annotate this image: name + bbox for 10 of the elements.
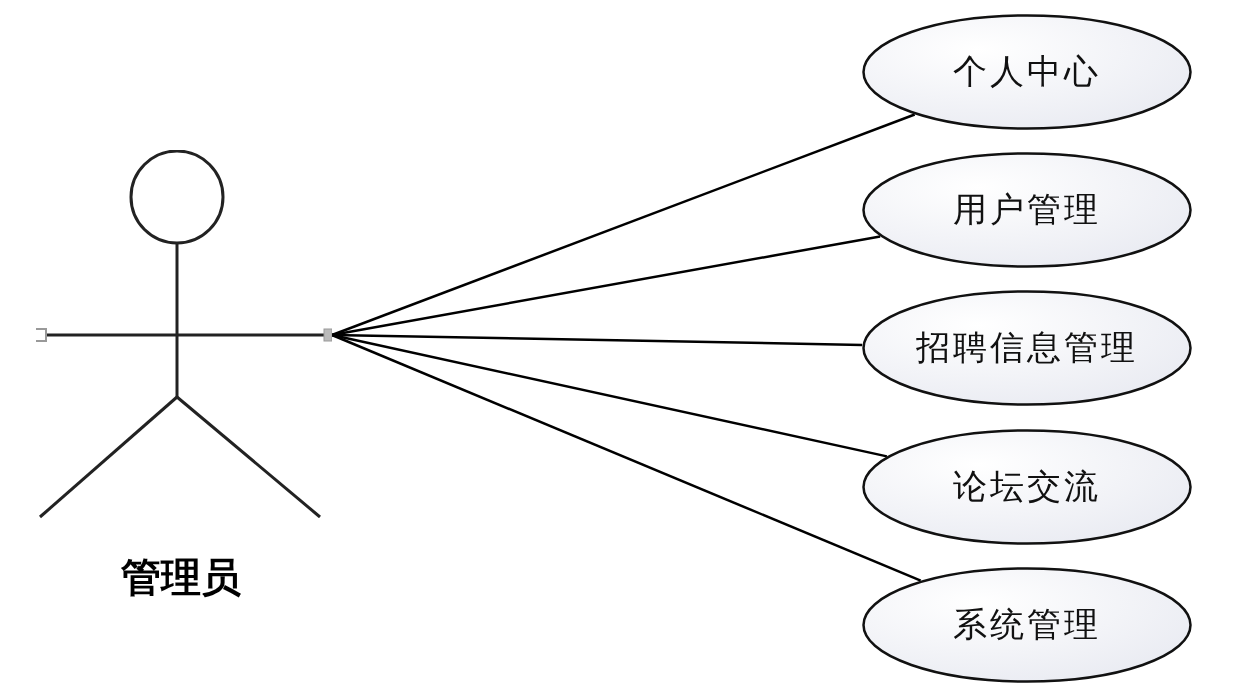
use-case-label: 系统管理 — [953, 603, 1101, 646]
actor-label: 管理员 — [120, 553, 242, 602]
use-case-label: 个人中心 — [953, 50, 1101, 93]
association-line — [331, 235, 881, 337]
use-case-label: 论坛交流 — [953, 465, 1101, 508]
association-line — [331, 113, 916, 337]
use-case-label: 招聘信息管理 — [916, 326, 1138, 369]
association-line — [331, 333, 922, 582]
use-case-label: 用户管理 — [953, 188, 1101, 231]
association-line — [331, 333, 888, 458]
